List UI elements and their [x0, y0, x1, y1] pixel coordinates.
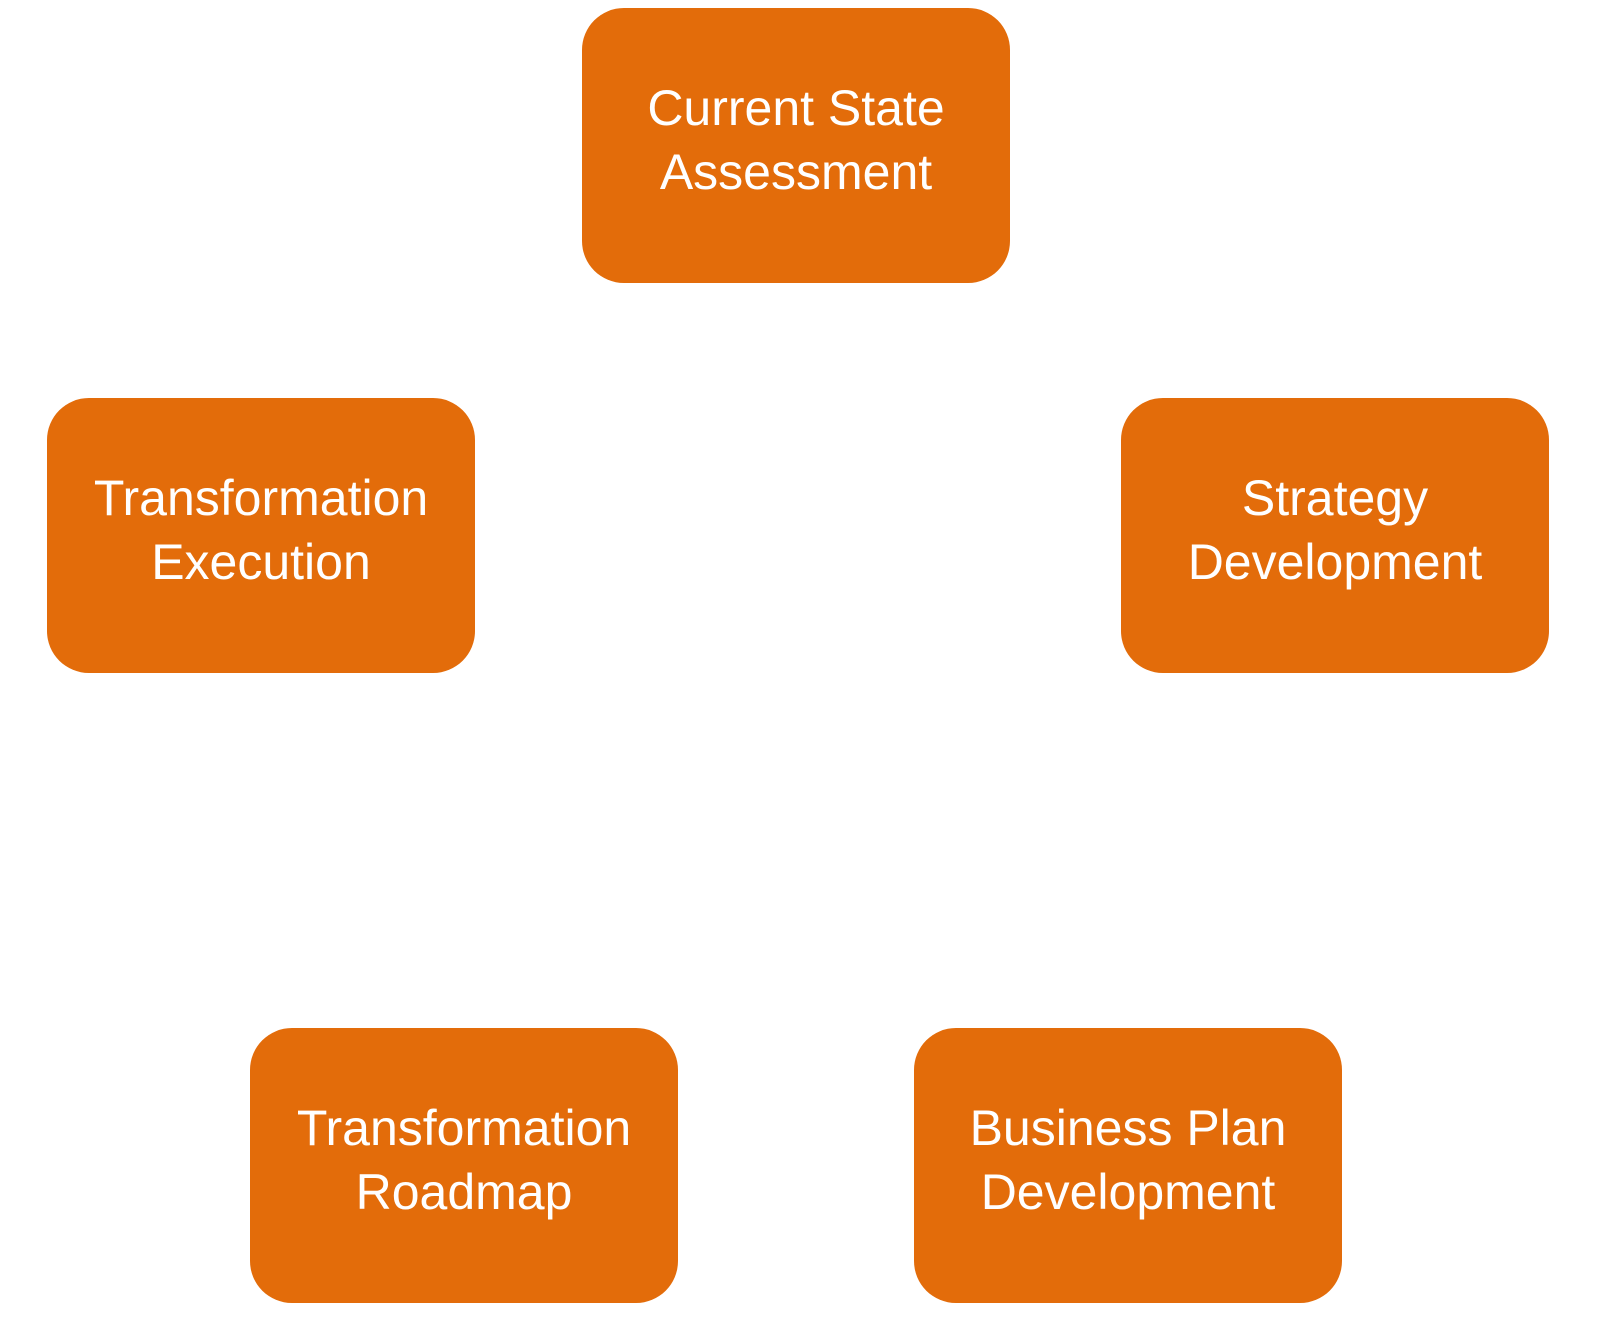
- node-label-line: Development: [980, 1163, 1276, 1220]
- node-label-line: Development: [1187, 533, 1483, 590]
- node-business-plan-development: Business Plan Development: [914, 1028, 1342, 1303]
- node-label-line: Assessment: [659, 143, 933, 200]
- node-transformation-roadmap: Transformation Roadmap: [250, 1028, 678, 1303]
- node-label-line: Business Plan: [969, 1099, 1287, 1156]
- node-label-line: Transformation: [93, 469, 429, 526]
- node-strategy-development: Strategy Development: [1121, 398, 1549, 673]
- node-label-line: Roadmap: [355, 1163, 573, 1220]
- node-label-line: Execution: [151, 533, 371, 590]
- node-current-state-assessment: Current State Assessment: [582, 8, 1010, 283]
- node-label-line: Current State: [647, 79, 945, 136]
- node-label-line: Transformation: [296, 1099, 632, 1156]
- node-transformation-execution: Transformation Execution: [47, 398, 475, 673]
- node-label-line: Strategy: [1241, 469, 1429, 526]
